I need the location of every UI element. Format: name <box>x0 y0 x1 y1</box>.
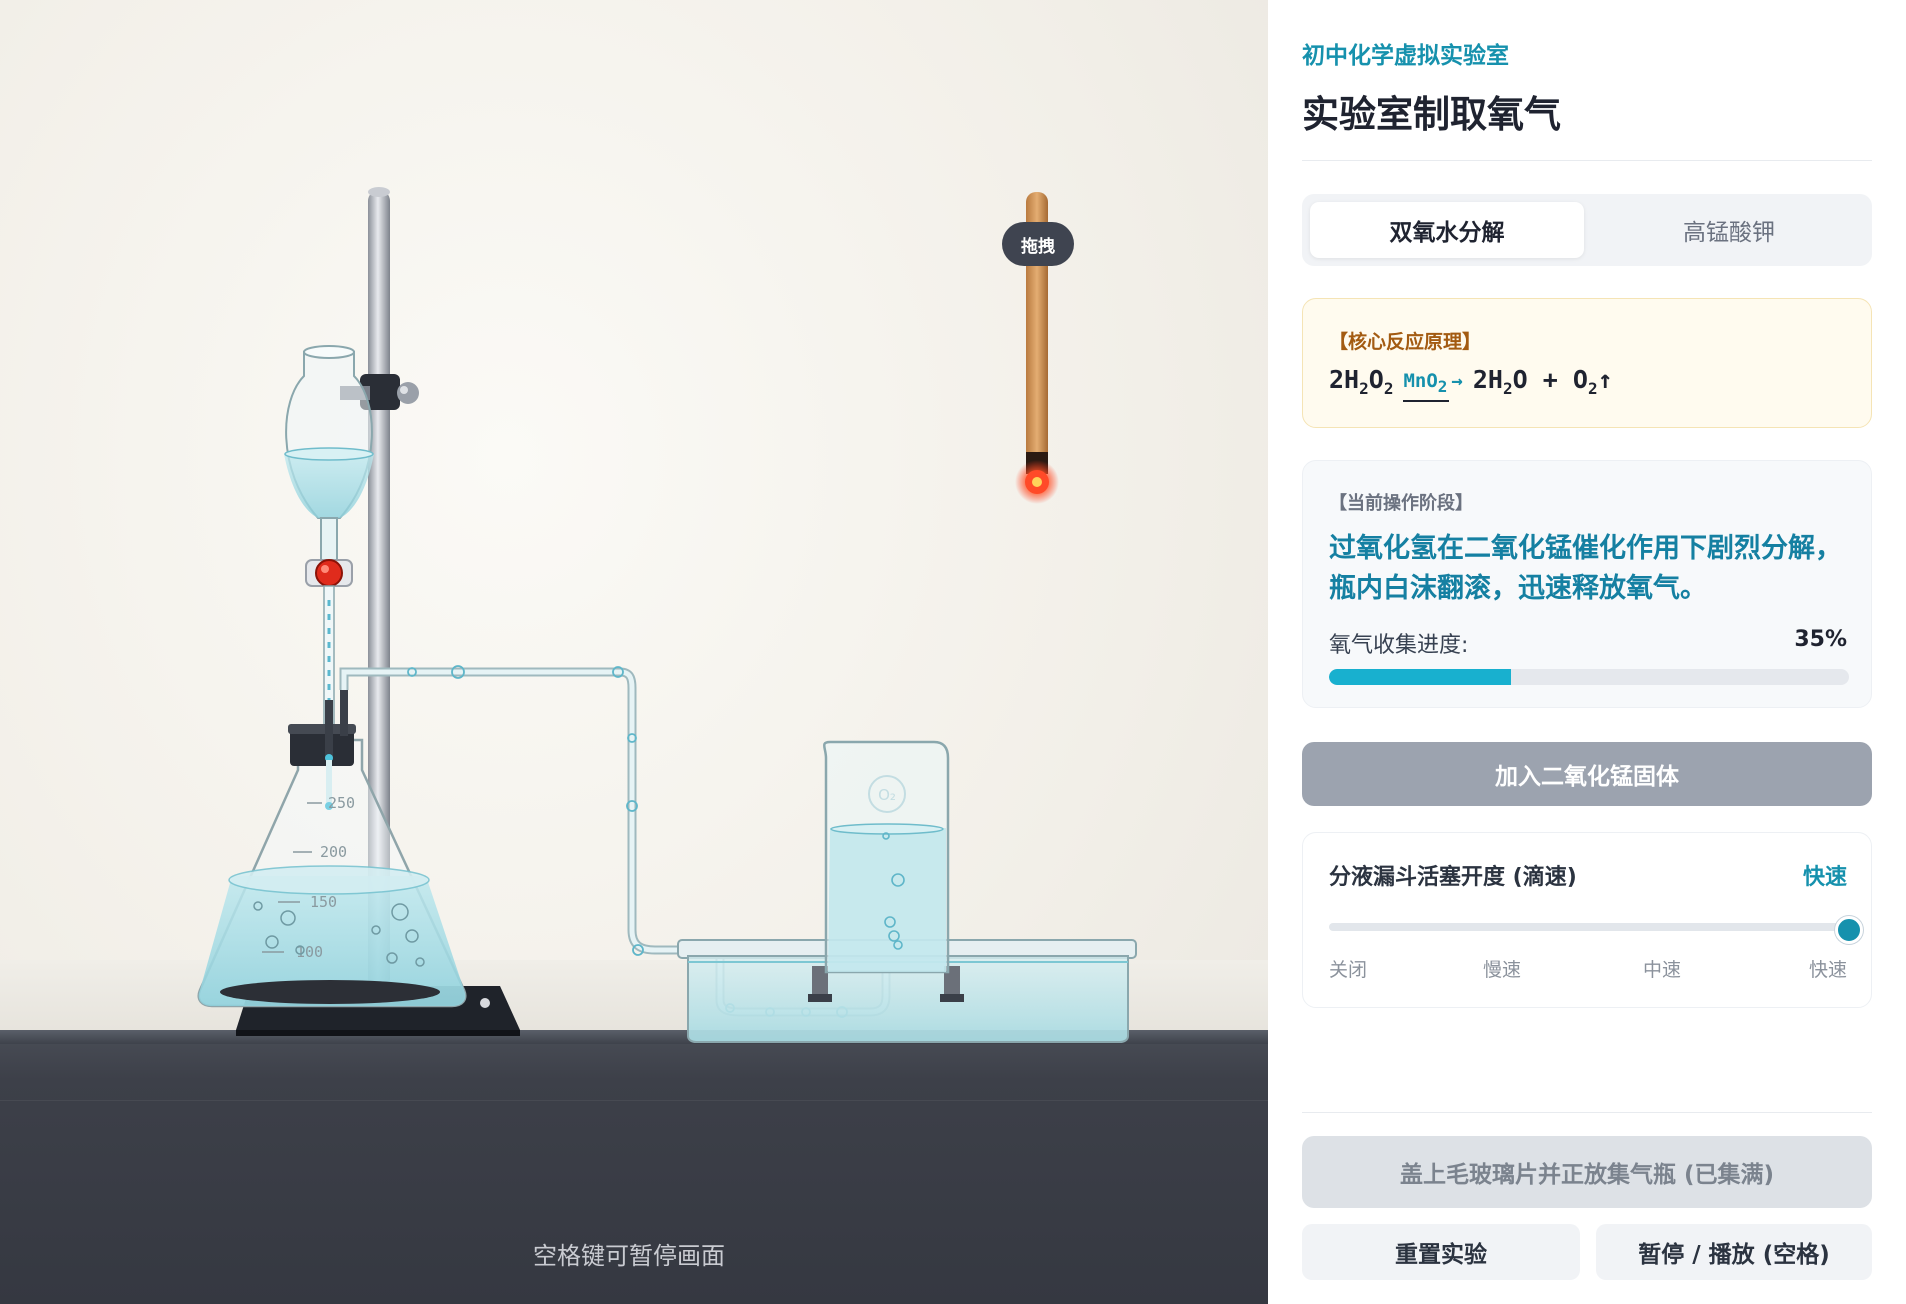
apparatus-svg: 250 200 150 100 <box>197 187 1137 1043</box>
experiment-stage[interactable]: 250 200 150 100 <box>0 0 1268 1304</box>
tick-off: 关闭 <box>1329 959 1368 981</box>
drag-badge-bg[interactable] <box>1002 222 1074 266</box>
stage-description: 过氧化氢在二氧化锰催化作用下剧烈分解，瓶内白沫翻滚，迅速释放氧气。 <box>1329 533 1842 604</box>
bench-line <box>0 1100 1268 1101</box>
add-mno2-button[interactable]: 加入二氧化锰固体 <box>1302 742 1872 806</box>
tick-slow: 慢速 <box>1483 959 1522 981</box>
tick-fast: 快速 <box>1808 959 1847 981</box>
principle-label: 【核心反应原理】 <box>1329 331 1482 353</box>
jar-gas-label: O₂ <box>878 786 896 804</box>
speed-value: 快速 <box>1802 865 1847 890</box>
slider-thumb[interactable] <box>1835 916 1863 944</box>
pause-hint: 空格键可暂停画面 <box>533 1242 725 1270</box>
lab-subtitle: 初中化学虚拟实验室 <box>1302 43 1509 69</box>
progress-label: 氧气收集进度: <box>1329 633 1469 658</box>
pause-play-button[interactable]: 暂停 / 播放 (空格) <box>1596 1224 1872 1280</box>
tab-hydrogen-peroxide[interactable]: 双氧水分解 <box>1310 202 1584 258</box>
flask-mark-200: 200 <box>320 843 347 861</box>
drag-badge-label: 拖拽 <box>1021 236 1055 257</box>
experiment-title: 实验室制取氧气 <box>1302 93 1561 136</box>
control-panel: 初中化学虚拟实验室 实验室制取氧气 双氧水分解 高锰酸钾 【核心反应原理】 2H… <box>1268 0 1906 1304</box>
stopcock-speed-card: 分液漏斗活塞开度 (滴速) 快速 关闭 慢速 中速 快速 <box>1302 832 1872 1008</box>
method-tabs: 双氧水分解 高锰酸钾 <box>1302 194 1872 266</box>
drip-speed-slider[interactable] <box>1329 916 1863 944</box>
separatory-funnel[interactable] <box>284 345 374 727</box>
lab-bench <box>0 1030 1268 1304</box>
tab-potassium-permanganate[interactable]: 高锰酸钾 <box>1683 220 1775 246</box>
oxygen-progress-bar <box>1329 669 1849 685</box>
stage-label: 【当前操作阶段】 <box>1329 493 1473 514</box>
cover-jar-button[interactable]: 盖上毛玻璃片并正放集气瓶 (已集满) <box>1302 1136 1872 1208</box>
tick-medium: 中速 <box>1643 959 1682 981</box>
current-stage-card: 【当前操作阶段】 过氧化氢在二氧化锰催化作用下剧烈分解，瓶内白沫翻滚，迅速释放氧… <box>1302 460 1872 708</box>
speed-label: 分液漏斗活塞开度 (滴速) <box>1329 865 1577 890</box>
flask-mark-250: 250 <box>328 794 355 812</box>
header-divider <box>1302 160 1872 161</box>
reset-button[interactable]: 重置实验 <box>1302 1224 1580 1280</box>
footer-divider <box>1302 1112 1872 1113</box>
funnel-stopcock[interactable] <box>315 559 343 587</box>
conical-flask[interactable]: 250 200 150 100 <box>197 690 467 1008</box>
gas-collection-jar: O₂ <box>823 740 950 974</box>
progress-fill <box>1329 669 1511 685</box>
catalyst-over-arrow: MnO2→ <box>1403 370 1463 402</box>
wooden-splint[interactable]: 拖拽 <box>1002 192 1074 504</box>
flask-mark-150: 150 <box>310 893 337 911</box>
progress-percent: 35% <box>1794 627 1847 652</box>
